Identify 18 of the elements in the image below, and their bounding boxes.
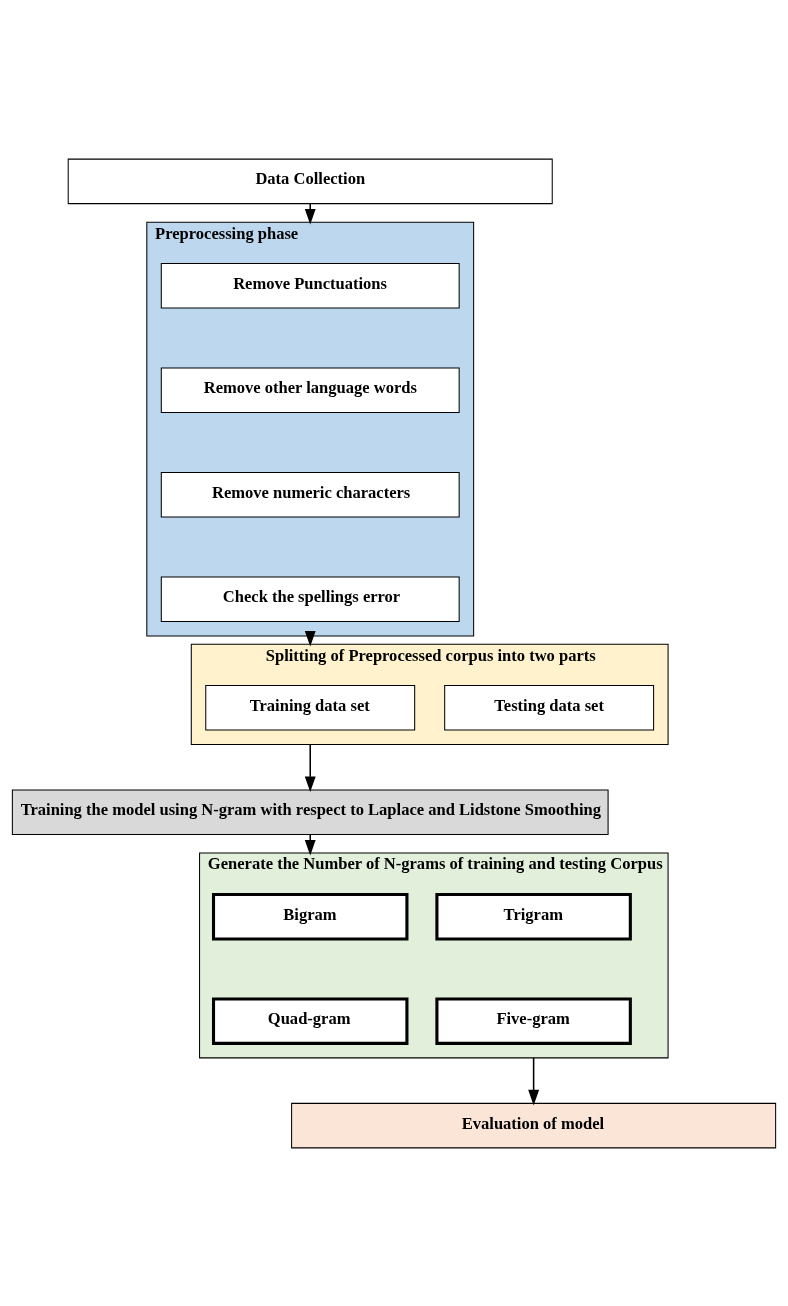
arrow — [528, 1056, 540, 1105]
node-box: Evaluation of model — [291, 1102, 777, 1148]
node-box: Check the spellings error — [160, 575, 460, 622]
arrow — [304, 630, 316, 647]
node-box: Remove other language words — [160, 367, 460, 413]
node-box: Five-gram — [435, 996, 632, 1045]
arrow — [304, 743, 316, 792]
node-box: Remove Punctuations — [160, 262, 460, 309]
node-box: Trigram — [435, 892, 632, 940]
node-box: Remove numeric characters — [160, 471, 460, 517]
node-box: Bigram — [212, 892, 409, 940]
node-box: Testing data set — [444, 684, 655, 731]
arrow — [304, 833, 316, 855]
node-box: Training data set — [205, 684, 416, 731]
node-box: Quad-gram — [212, 996, 409, 1045]
node-box: Data Collection — [67, 158, 553, 204]
arrow — [304, 202, 316, 225]
node-box: Training the model using N-gram with respect to Laplace and Lidstone Smoothing — [11, 789, 609, 835]
